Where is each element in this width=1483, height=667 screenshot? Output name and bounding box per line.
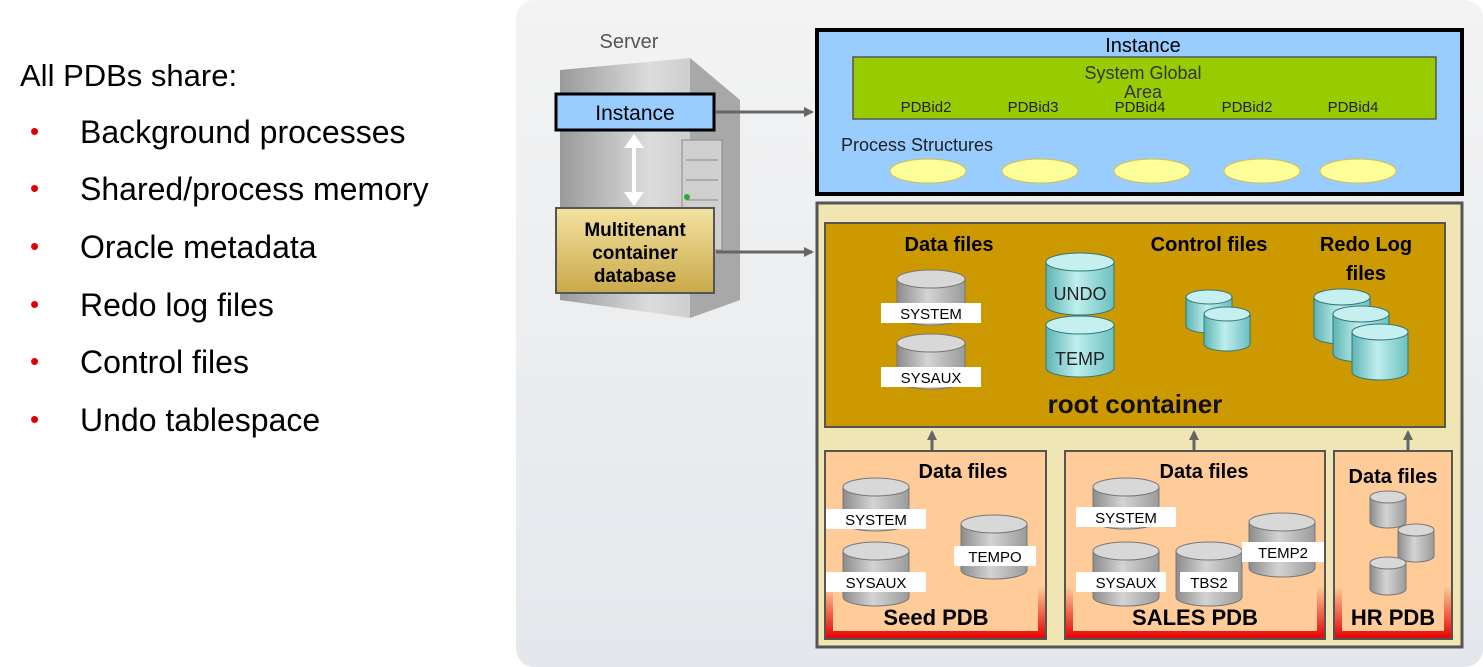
pdb-id-label: PDBid3 [1008, 99, 1059, 116]
bullet-text: Undo tablespace [80, 402, 321, 438]
root-data-files-label: Data files [905, 234, 994, 256]
pdb-id-label: PDBid2 [901, 99, 952, 116]
cdb-label-line: container [592, 243, 678, 264]
tablespace-label: SYSAUX [1096, 575, 1157, 592]
tablespace-label-box [826, 509, 926, 529]
tablespace-label: SYSTEM [900, 306, 962, 323]
temp-cylinder-icon [1045, 315, 1115, 378]
server-label: Server [600, 31, 659, 53]
process-ellipse [1319, 158, 1397, 184]
cdb-label-line: Multitenant [584, 220, 686, 241]
process-ellipse [1113, 158, 1191, 184]
pdb-id-label: PDBid4 [1115, 99, 1166, 116]
tablespace-label-box [826, 572, 926, 592]
bullet-text: Redo log files [80, 287, 274, 323]
instance-title: Instance [1105, 35, 1181, 57]
arrow-down-icon [624, 192, 644, 206]
arrow-up-icon [624, 134, 644, 148]
sga-label-line: System Global [1084, 63, 1201, 83]
server-instance-label: Instance [595, 102, 674, 125]
bullet-dot-icon: • [30, 404, 40, 434]
tablespace-label: SYSAUX [901, 370, 962, 387]
tablespace-label: SYSTEM [1095, 510, 1157, 527]
bullet-dot-icon: • [30, 116, 40, 146]
seed-pdb-label: Seed PDB [883, 605, 988, 630]
tablespace-label-box [954, 546, 1036, 566]
tablespace-label-box [1076, 507, 1176, 527]
tablespace-label: SYSAUX [846, 575, 907, 592]
hr-cylinder-icon [1369, 556, 1407, 596]
sga-box [852, 56, 1437, 120]
hr-data-files-label: Data files [1349, 466, 1438, 488]
bullet-text: Shared/process memory [80, 171, 429, 207]
root-container-label: root container [1048, 389, 1223, 419]
tablespace-label: TEMPO [968, 549, 1021, 566]
tablespace-label-box [1180, 572, 1238, 592]
redo-log-label-line: files [1346, 263, 1386, 285]
tablespace-label: SYSTEM [845, 512, 907, 529]
pdb-id-label: PDBid2 [1222, 99, 1273, 116]
bullet-dot-icon: • [30, 173, 40, 203]
temp-label: TEMP [1055, 349, 1105, 369]
tablespace-label-box [1076, 572, 1166, 592]
tablespace-label: TEMP2 [1258, 545, 1308, 562]
bullet-dot-icon: • [30, 346, 40, 376]
process-ellipse [889, 158, 967, 184]
pdb-id-label: PDBid4 [1328, 99, 1379, 116]
hr-cylinder-icon [1369, 490, 1407, 529]
undo-cylinder-icon [1045, 252, 1115, 316]
sales-pdb-label: SALES PDB [1132, 605, 1258, 630]
bullet-text: Control files [80, 344, 249, 380]
hr-cylinder-icon [1397, 523, 1435, 563]
bullet-text: Oracle metadata [80, 229, 317, 265]
sga-label-line: Area [1124, 82, 1163, 102]
undo-label: UNDO [1054, 284, 1107, 304]
bullet-dot-icon: • [30, 231, 40, 261]
tablespace-label-box [881, 367, 981, 387]
tablespace-label-box [1242, 542, 1324, 562]
hr-pdb-label: HR PDB [1351, 605, 1435, 630]
cdb-label-line: database [594, 266, 676, 287]
cdb-box [555, 207, 715, 294]
sales-data-files-label: Data files [1160, 461, 1249, 483]
redo-log-cylinder-icon [1351, 323, 1409, 381]
process-structures-label: Process Structures [841, 135, 993, 155]
tablespace-label: TBS2 [1190, 575, 1228, 592]
server-instance-box [554, 92, 716, 132]
process-ellipse [1223, 158, 1301, 184]
bullet-text: Background processes [80, 114, 406, 150]
control-files-label: Control files [1151, 234, 1268, 256]
seed-data-files-label: Data files [919, 461, 1008, 483]
tablespace-label-box [881, 303, 981, 323]
redo-log-label-line: Redo Log [1320, 234, 1412, 256]
control-file-cylinder-icon [1203, 306, 1251, 352]
process-ellipse [1001, 158, 1079, 184]
bullet-dot-icon: • [30, 289, 40, 319]
bullets-title: All PDBs share: [20, 58, 238, 93]
